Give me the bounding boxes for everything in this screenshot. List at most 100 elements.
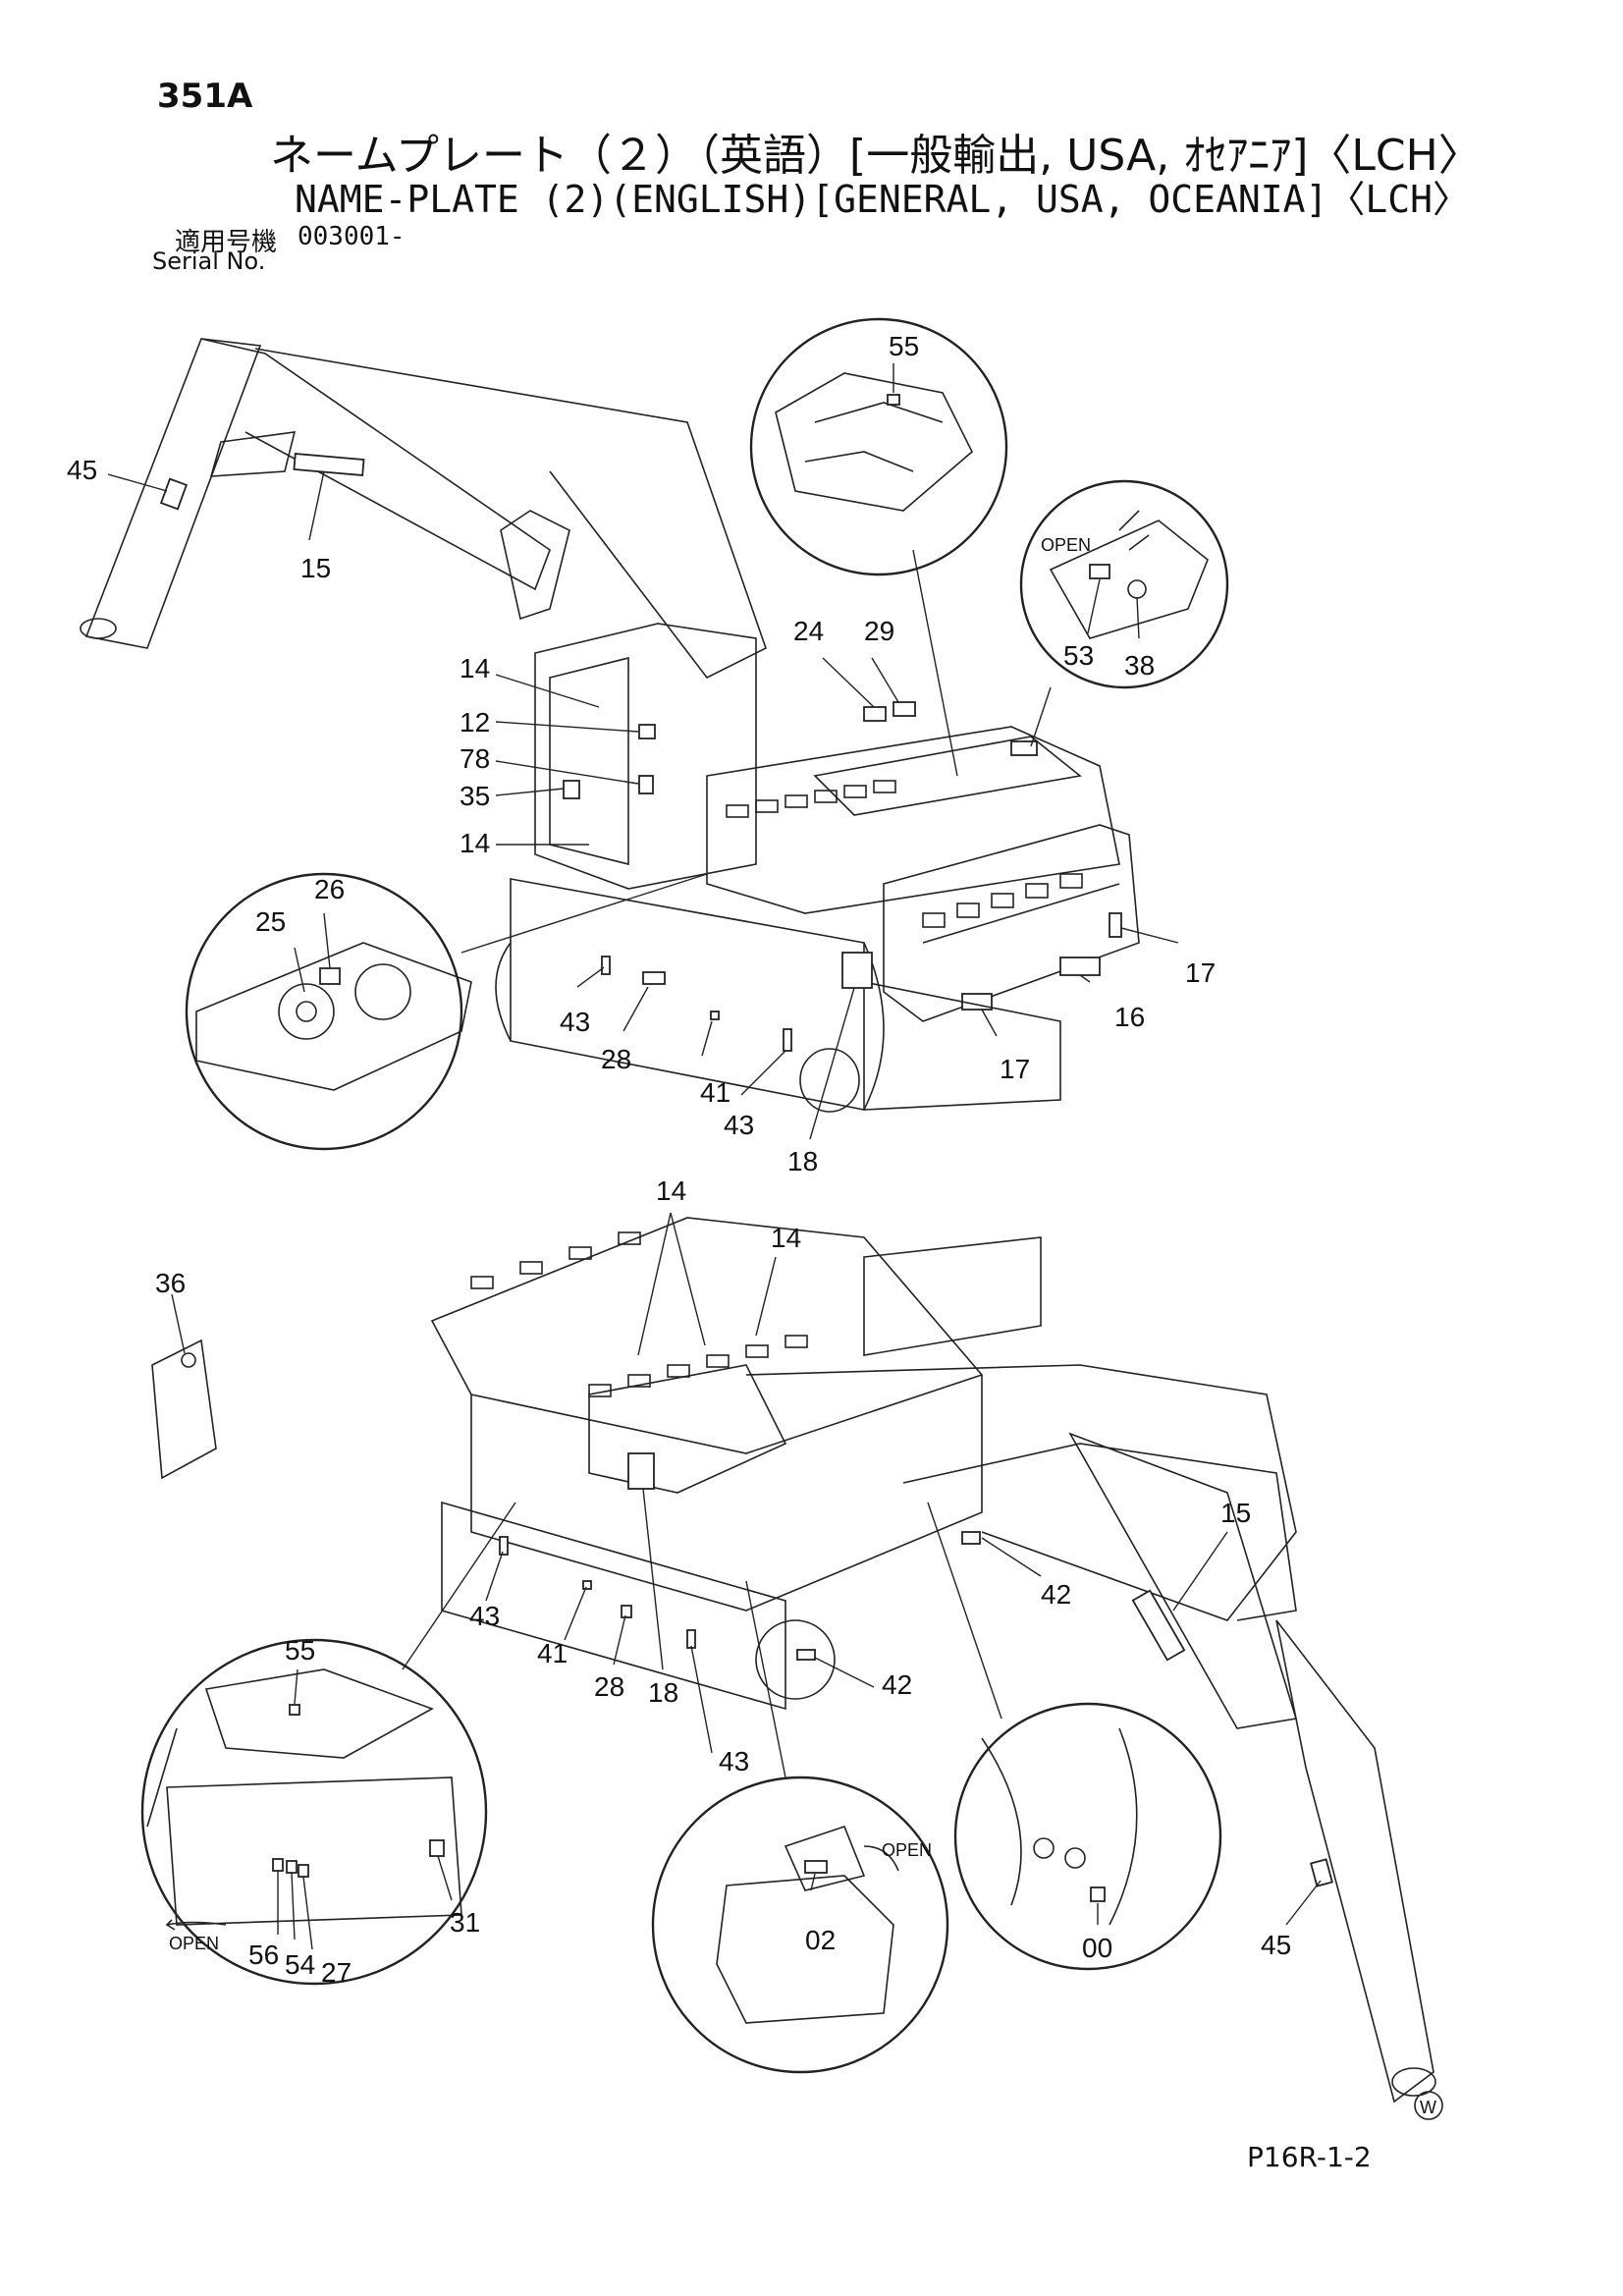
plate-00: [1090, 1886, 1106, 1902]
label-55: 55: [889, 331, 919, 361]
label-open-3: OPEN: [882, 1840, 932, 1860]
label-31: 31: [450, 1907, 480, 1938]
label-42-a: 42: [1041, 1579, 1071, 1610]
detail-tool-box: [651, 1776, 949, 2074]
label-38: 38: [1124, 650, 1155, 681]
label-28-a: 28: [601, 1044, 631, 1074]
plate-35: [563, 780, 580, 799]
detail-battery-cover: [185, 872, 472, 1151]
label-41-b: 41: [537, 1638, 568, 1668]
label-35: 35: [460, 781, 490, 811]
label-14-a: 14: [460, 653, 490, 683]
plate-26: [319, 967, 341, 985]
plate-31: [429, 1839, 445, 1857]
label-45: 45: [67, 455, 97, 485]
part-labels: 45 15 55 OPEN 53 38 24 29 14 12 78 35 14…: [67, 331, 1436, 2117]
plate-17b: [1109, 912, 1122, 938]
plate-18-b: [627, 1452, 655, 1490]
plate-43-d: [686, 1629, 696, 1649]
plate-02: [804, 1860, 828, 1874]
serial-label-japanese: 適用号機: [175, 228, 278, 257]
label-54: 54: [285, 1949, 315, 1980]
plate-28: [642, 971, 666, 985]
label-18-b: 18: [648, 1677, 678, 1708]
label-55-b: 55: [285, 1635, 315, 1666]
plate-43b: [783, 1028, 792, 1052]
label-15: 15: [300, 553, 331, 583]
label-w: W: [1420, 2098, 1436, 2117]
plate-55-top: [887, 394, 900, 406]
detail-access-door: [140, 1638, 488, 1986]
plate-29: [893, 701, 916, 717]
leader-lines-top: [107, 470, 1179, 1140]
label-53: 53: [1063, 640, 1094, 671]
label-43-a: 43: [560, 1007, 590, 1037]
label-17-b: 17: [1000, 1054, 1030, 1084]
leader-lines-bottom: [485, 1212, 1322, 1926]
label-36: 36: [155, 1268, 186, 1298]
plate-28-b: [621, 1605, 632, 1618]
detail-engine-top: [749, 317, 1008, 576]
plate-18: [841, 952, 873, 989]
label-17-a: 17: [1185, 957, 1216, 988]
plate-43a: [601, 956, 611, 975]
plate-top: [1010, 740, 1038, 756]
label-00: 00: [1082, 1933, 1112, 1963]
label-29: 29: [864, 616, 894, 646]
serial-range: 003001-: [298, 222, 406, 251]
label-open-2: OPEN: [169, 1934, 219, 1953]
plate-15: [293, 453, 365, 476]
plate-42-b: [961, 1531, 981, 1545]
label-42-b: 42: [882, 1669, 912, 1700]
plate-24: [863, 706, 887, 722]
cap-38: [1127, 579, 1147, 599]
plate-56: [272, 1858, 284, 1872]
plate-53: [1089, 564, 1110, 579]
label-41-a: 41: [700, 1077, 730, 1108]
title-japanese: ネームプレート（２）（英語）[一般輸出, USA, ｵｾｱﾆｱ]〈LCH〉: [270, 131, 1482, 181]
plate-42-a: [796, 1649, 816, 1661]
label-78: 78: [460, 743, 490, 774]
label-02: 02: [805, 1925, 836, 1955]
label-14-b: 14: [460, 828, 490, 858]
plate-43-c: [499, 1536, 509, 1556]
label-14-d: 14: [771, 1223, 801, 1253]
label-18-a: 18: [787, 1146, 818, 1176]
tag-36: [151, 1293, 217, 1480]
label-43-b: 43: [724, 1110, 754, 1140]
detail-frame: [953, 1702, 1222, 1971]
figure-code: P16R-1-2: [1247, 2141, 1372, 2173]
plate-55-b: [289, 1704, 300, 1716]
label-43-d: 43: [719, 1746, 749, 1777]
excavator-bottom-view: [430, 1217, 1436, 2104]
label-14-c: 14: [656, 1175, 686, 1206]
plate-27: [298, 1864, 309, 1878]
label-43-c: 43: [469, 1601, 500, 1631]
title-english: NAME-PLATE (2)(ENGLISH)[GENERAL, USA, OC…: [295, 178, 1471, 221]
serial-label-english: Serial No.: [152, 247, 266, 275]
vent-grilles-bottom: [470, 1231, 808, 1397]
plate-45-b: [1310, 1858, 1333, 1887]
label-45-b: 45: [1261, 1930, 1291, 1960]
plate-15-b: [1131, 1589, 1186, 1662]
plate-78: [638, 775, 654, 794]
mark-w-circle: [1414, 2091, 1443, 2120]
plate-41: [710, 1011, 720, 1020]
plate-41-b: [582, 1580, 592, 1590]
plate-54: [286, 1860, 298, 1874]
label-25: 25: [255, 906, 286, 937]
vent-grilles: [726, 780, 1083, 928]
label-open-1: OPEN: [1041, 535, 1091, 555]
label-56: 56: [248, 1940, 279, 1970]
page-id: 351A: [157, 77, 253, 116]
plate-45: [159, 477, 189, 511]
label-16: 16: [1114, 1002, 1145, 1032]
excavator-top-view: [80, 338, 1140, 1113]
label-28-b: 28: [594, 1671, 624, 1702]
label-26: 26: [314, 874, 345, 904]
detail-hatch: [1019, 479, 1229, 689]
label-12: 12: [460, 707, 490, 738]
plate-16: [1059, 957, 1101, 976]
plate-12: [638, 724, 656, 739]
